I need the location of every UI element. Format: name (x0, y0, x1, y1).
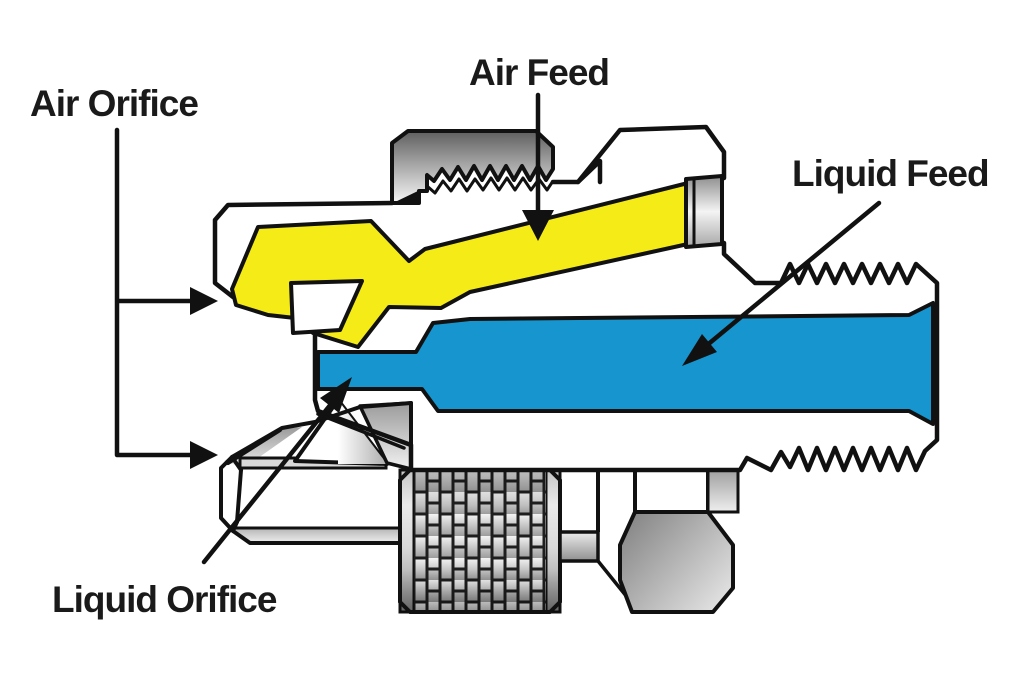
label-air-feed: Air Feed (469, 52, 609, 93)
cap-shadow-wedge (393, 190, 420, 203)
air-channel-island (289, 279, 364, 335)
leader-lines (114, 92, 882, 565)
liquid-channel (316, 301, 935, 426)
label-liquid-feed: Liquid Feed (792, 153, 989, 194)
knob-shading (400, 470, 560, 612)
liquid-feed-leader (703, 200, 882, 349)
valve-stem (558, 530, 600, 563)
arrow-icon-air-orifice-top (190, 287, 218, 315)
air-orifice-leader (114, 127, 195, 458)
liquid-orifice-leader (201, 401, 334, 565)
body-raised-section (550, 124, 727, 185)
arrow-icon-liquid-feed (682, 334, 717, 366)
air-inlet-port (684, 174, 724, 249)
label-liquid-orifice: Liquid Orifice (52, 579, 277, 620)
cone-tip-facet-line (235, 468, 243, 524)
nut-shank (706, 468, 740, 514)
cap-thread-line (426, 176, 555, 195)
hex-nut (618, 510, 735, 614)
cone-facet-line (226, 428, 282, 465)
labels: Air Orifice Air Feed Liquid Feed Liquid … (30, 52, 990, 620)
air-channel (230, 174, 724, 349)
arrow-icon-air-orifice-bottom (190, 441, 218, 469)
ring-inner-edge (316, 412, 406, 450)
body-raised-bevel (575, 158, 603, 185)
stem-and-hex-nut (558, 468, 740, 614)
body-threads-and-bottom (312, 240, 940, 473)
label-air-orifice: Air Orifice (30, 83, 198, 124)
knob-outline (398, 468, 562, 614)
knurled-knob (398, 468, 562, 614)
cap-body (390, 129, 555, 205)
arrowheads (190, 210, 717, 469)
retaining-nut-cap (390, 129, 555, 205)
nozzle-body-outline (212, 124, 940, 473)
cone-bottom-band (231, 526, 413, 545)
arrow-icon-air-feed (522, 210, 554, 241)
liquid-channel-path (316, 301, 935, 426)
body-upper-left-arm (212, 200, 395, 300)
nut-housing-edges (633, 470, 710, 512)
arrow-icon-liquid-orifice (320, 377, 352, 413)
